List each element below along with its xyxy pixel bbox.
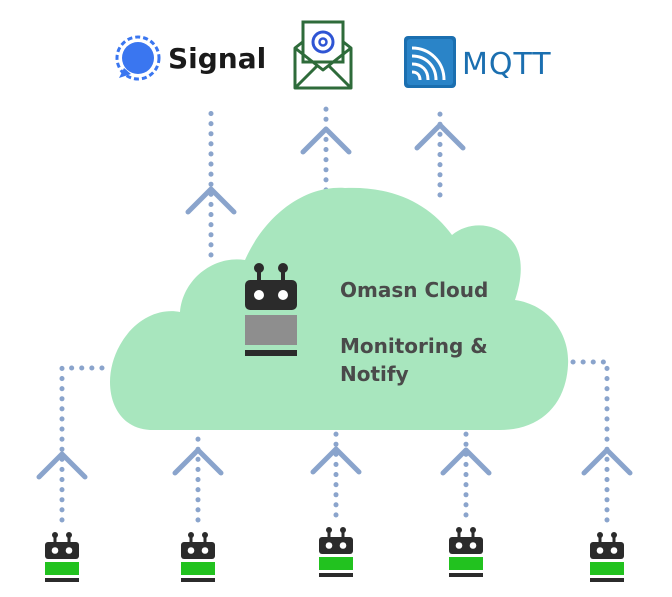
robot-icon [590,532,624,582]
cloud-shape [110,187,569,430]
robot-icon [319,527,353,577]
email-icon [293,20,353,90]
robot-icon [181,532,215,582]
arrow-up-icon [172,447,224,476]
robot-icon [449,527,483,577]
signal-label: Signal [168,42,266,75]
arrow-chevrons [36,122,633,480]
robot-icon [45,532,79,582]
arrow-up-icon [581,447,633,476]
arrow-up-icon [300,126,352,155]
signal-logo: Signal [115,35,266,81]
device-robot-3 [319,527,353,577]
arrow-up-icon [414,122,466,151]
cloud-title: Omasn Cloud [340,278,488,302]
arrow-up-icon [310,446,362,475]
device-robot-2 [181,532,215,582]
cloud-robot-icon [245,263,297,356]
device-robot-5 [590,532,624,582]
signal-icon [115,35,161,81]
device-robot-4 [449,527,483,577]
mqtt-logo: MQTT [404,36,552,88]
connector-device-5 [557,359,610,523]
arrow-up-icon [36,451,88,480]
cloud-subtitle-line1: Monitoring & [340,334,488,358]
arrow-up-icon [440,447,492,476]
connector-lines [59,103,610,523]
mqtt-icon [404,36,456,88]
mqtt-label: MQTT [462,47,552,82]
connector-device-1 [59,365,115,523]
device-robot-1 [45,532,79,582]
cloud-subtitle-line2: Notify [340,362,409,386]
arrow-up-icon [185,186,237,215]
